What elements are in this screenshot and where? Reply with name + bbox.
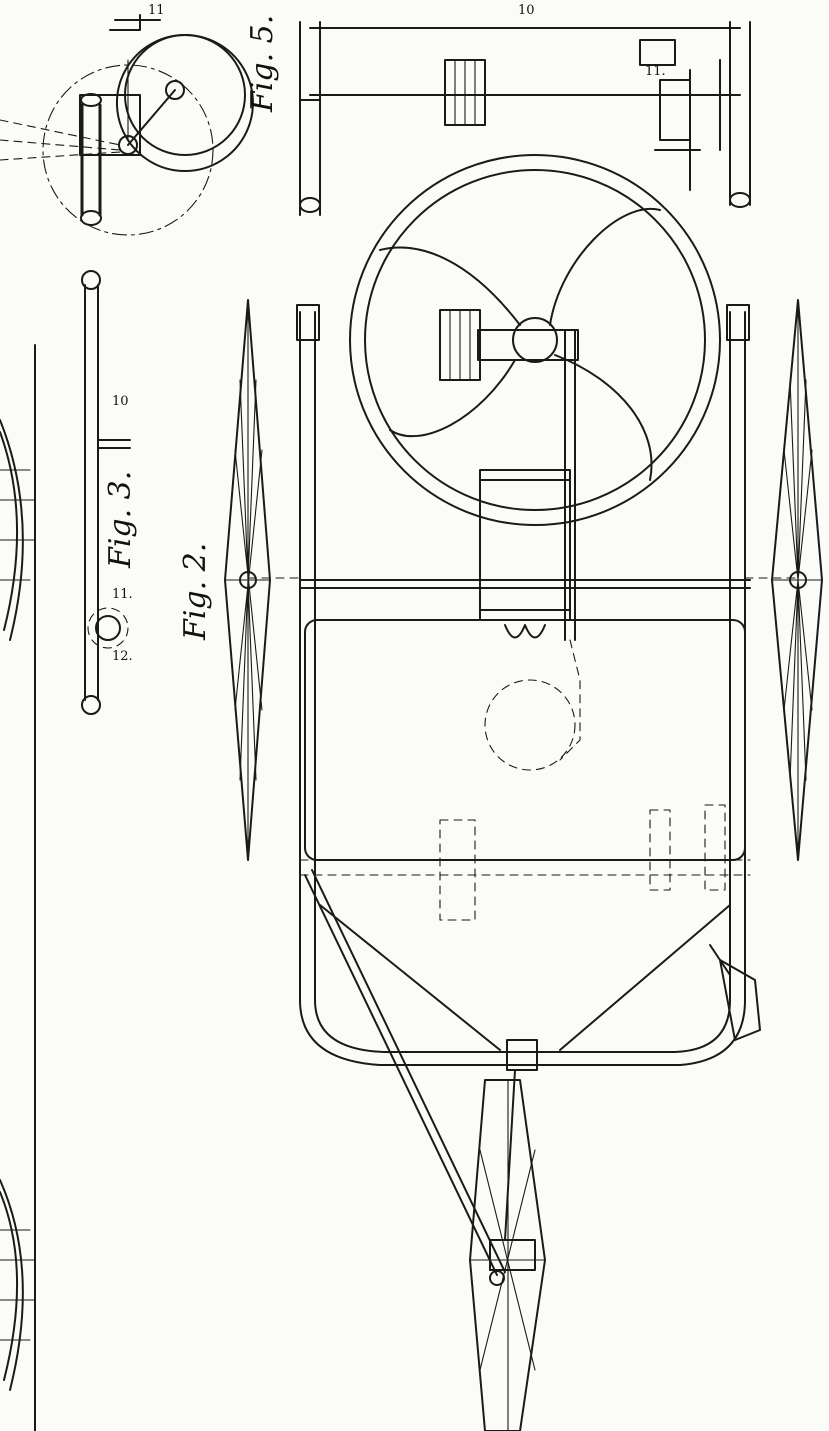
front-wheel [469,1079,546,1431]
ref-11-fig5: 11. [645,64,666,79]
fig-3-label: Fig. 3. [103,471,138,569]
ref-11-fig3: 11. [112,587,133,602]
rear-wheel-right [771,299,823,861]
fig-2-label: Fig. 2. [178,543,213,641]
ref-10-fig3: 10 [112,394,129,409]
ref-11-top: 11 [148,3,165,18]
ref-10-fig5: 10 [518,3,535,18]
fig-3-view: 10 11. 12. Fig. 3. Fig. 2. [81,270,213,715]
fig-5-label: Fig. 5. [245,15,280,113]
fig-2-view [224,154,823,1431]
detail-view-top: 11 [0,3,254,236]
flywheel [349,154,721,526]
ref-12-fig3: 12. [112,649,133,664]
rear-wheel-left [224,299,271,861]
fig-5-view: 10 11. Fig. 5. [245,3,751,216]
fig-1-partial [0,344,36,1431]
